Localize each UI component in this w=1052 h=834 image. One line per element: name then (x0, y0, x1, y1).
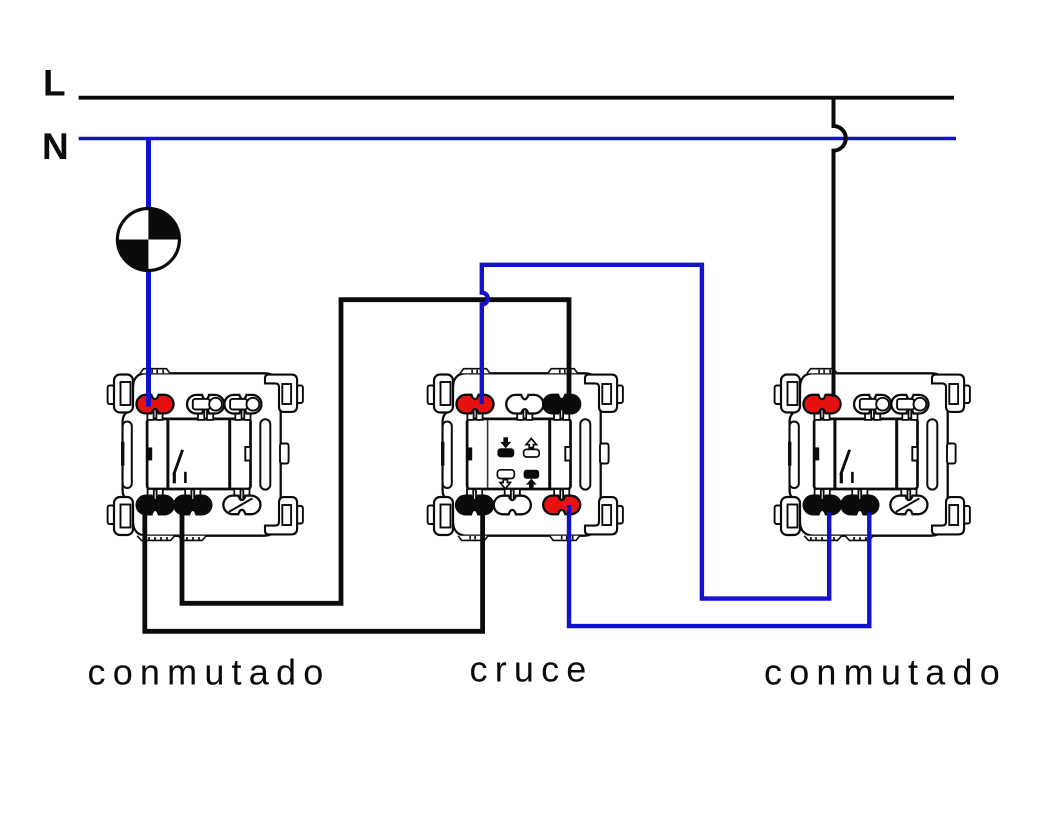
svg-text:N: N (42, 126, 69, 167)
svg-text:cruce: cruce (470, 648, 594, 689)
svg-text:conmutado: conmutado (764, 652, 1007, 693)
svg-text:conmutado: conmutado (88, 652, 331, 693)
svg-text:L: L (43, 63, 66, 104)
